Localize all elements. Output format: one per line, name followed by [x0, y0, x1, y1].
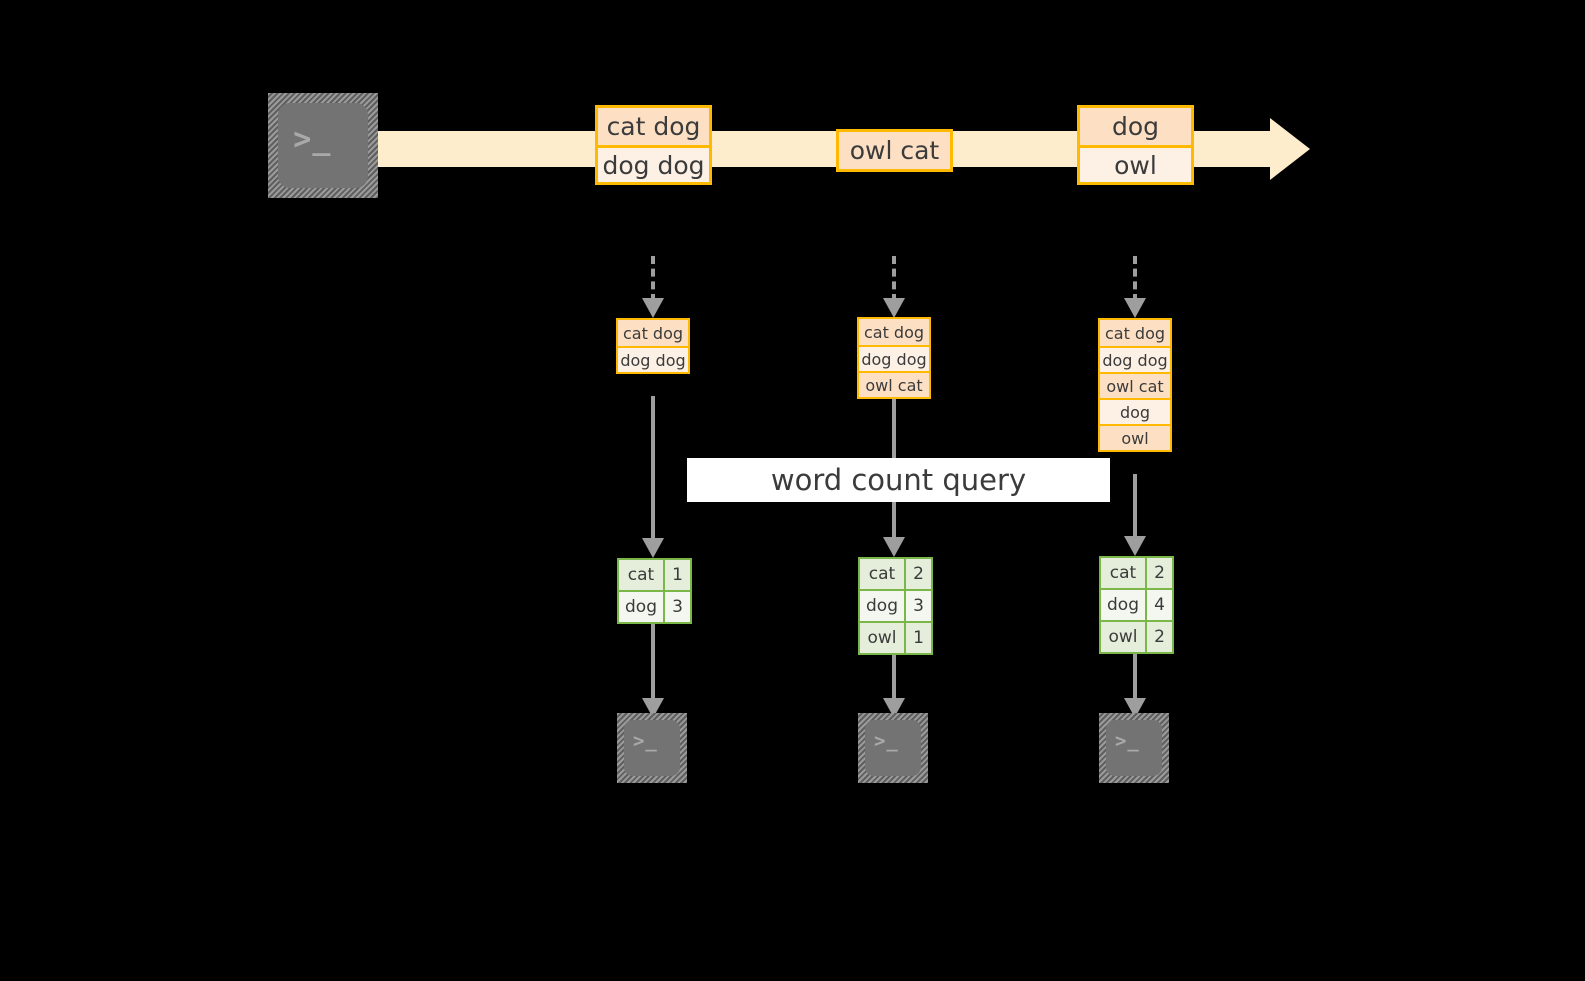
stream-group-1: cat dog dog dog — [595, 105, 712, 185]
connector-line-3 — [1133, 474, 1137, 544]
stream-arrowhead-icon — [1270, 118, 1310, 180]
word-cell: dog — [619, 592, 665, 622]
terminal-prompt-glyph: >_ — [873, 730, 899, 753]
sink-terminal-icon-3[interactable]: >_ — [1099, 713, 1169, 783]
connector-dashed-3 — [1133, 256, 1137, 302]
connector-arrowhead-icon — [883, 298, 905, 318]
accumulator-2: cat dog dog dog owl cat — [857, 317, 931, 399]
table-row: dog 4 — [1101, 588, 1172, 620]
table-row: owl 2 — [1101, 620, 1172, 652]
terminal-screen: >_ — [1106, 720, 1162, 776]
table-row: dog 3 — [619, 590, 690, 622]
accumulator-event: dog dog — [1100, 346, 1170, 372]
stream-event: cat dog — [598, 108, 709, 145]
connector-dashed-1 — [651, 256, 655, 302]
accumulator-event: cat dog — [859, 319, 929, 345]
connector-dashed-2 — [892, 256, 896, 302]
accumulator-event: dog dog — [618, 346, 688, 372]
table-row: cat 2 — [1101, 558, 1172, 588]
table-row: dog 3 — [860, 589, 931, 621]
count-cell: 1 — [665, 560, 690, 590]
count-cell: 2 — [1147, 558, 1172, 588]
accumulator-event: cat dog — [618, 320, 688, 346]
query-banner: word count query — [687, 458, 1110, 502]
table-row: owl 1 — [860, 621, 931, 653]
word-cell: owl — [1101, 622, 1147, 652]
word-cell: dog — [860, 591, 906, 621]
stream-group-3: dog owl — [1077, 105, 1194, 185]
sink-terminal-icon-1[interactable]: >_ — [617, 713, 687, 783]
table-row: cat 2 — [860, 559, 931, 589]
accumulator-3: cat dog dog dog owl cat dog owl — [1098, 318, 1172, 452]
table-row: cat 1 — [619, 560, 690, 590]
count-cell: 3 — [665, 592, 690, 622]
stream-group-2: owl cat — [836, 129, 953, 172]
source-terminal-icon[interactable]: >_ — [268, 93, 378, 198]
accumulator-event: owl cat — [1100, 372, 1170, 398]
terminal-prompt-glyph: >_ — [293, 122, 332, 158]
stream-event: dog dog — [598, 145, 709, 182]
sink-terminal-icon-2[interactable]: >_ — [858, 713, 928, 783]
connector-arrowhead-icon — [642, 538, 664, 558]
terminal-prompt-glyph: >_ — [1114, 730, 1140, 753]
accumulator-event: dog dog — [859, 345, 929, 371]
word-cell: cat — [1101, 558, 1147, 588]
accumulator-event: owl cat — [859, 371, 929, 397]
connector-line-3b — [1133, 649, 1137, 706]
terminal-screen: >_ — [624, 720, 680, 776]
accumulator-event: cat dog — [1100, 320, 1170, 346]
word-cell: cat — [619, 560, 665, 590]
terminal-prompt-glyph: >_ — [632, 730, 658, 753]
connector-arrowhead-icon — [883, 537, 905, 557]
connector-arrowhead-icon — [1124, 536, 1146, 556]
result-table-2: cat 2 dog 3 owl 1 — [858, 557, 933, 655]
stream-event: owl — [1080, 145, 1191, 182]
stream-event: dog — [1080, 108, 1191, 145]
word-cell: owl — [860, 623, 906, 653]
connector-line-1b — [651, 620, 655, 706]
connector-line-2b — [892, 650, 896, 706]
connector-line-1 — [651, 396, 655, 544]
count-cell: 2 — [1147, 622, 1172, 652]
accumulator-event: dog — [1100, 398, 1170, 424]
accumulator-1: cat dog dog dog — [616, 318, 690, 374]
connector-arrowhead-icon — [642, 298, 664, 318]
connector-arrowhead-icon — [1124, 298, 1146, 318]
count-cell: 1 — [906, 623, 931, 653]
count-cell: 4 — [1147, 590, 1172, 620]
result-table-3: cat 2 dog 4 owl 2 — [1099, 556, 1174, 654]
word-cell: cat — [860, 559, 906, 589]
count-cell: 3 — [906, 591, 931, 621]
accumulator-event: owl — [1100, 424, 1170, 450]
count-cell: 2 — [906, 559, 931, 589]
terminal-screen: >_ — [865, 720, 921, 776]
result-table-1: cat 1 dog 3 — [617, 558, 692, 624]
word-cell: dog — [1101, 590, 1147, 620]
terminal-screen: >_ — [278, 103, 368, 188]
stream-event: owl cat — [839, 132, 950, 169]
